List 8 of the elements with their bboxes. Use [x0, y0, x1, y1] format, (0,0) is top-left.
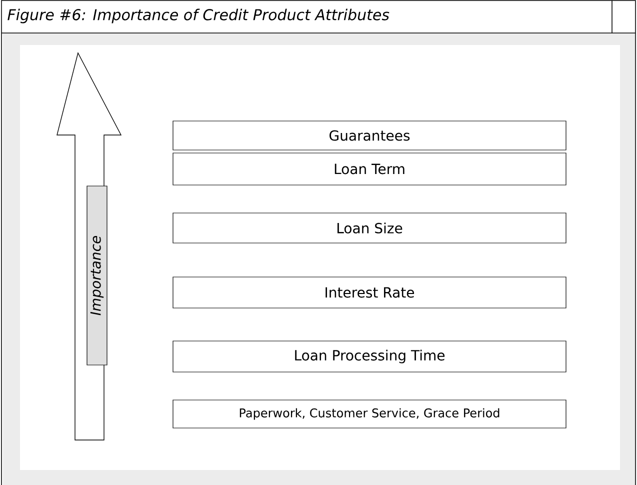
attribute-box: Loan Size [172, 212, 566, 244]
figure-title: Figure #6: Importance of Credit Product Attributes [8, 8, 390, 24]
attribute-box: Loan Processing Time [172, 340, 566, 372]
attribute-box: Loan Term [172, 152, 566, 186]
attribute-box: Interest Rate [172, 276, 566, 308]
attribute-box: Guarantees [172, 120, 566, 150]
importance-bar: Importance [86, 186, 108, 366]
attribute-box: Paperwork, Customer Service, Grace Period [172, 400, 566, 428]
